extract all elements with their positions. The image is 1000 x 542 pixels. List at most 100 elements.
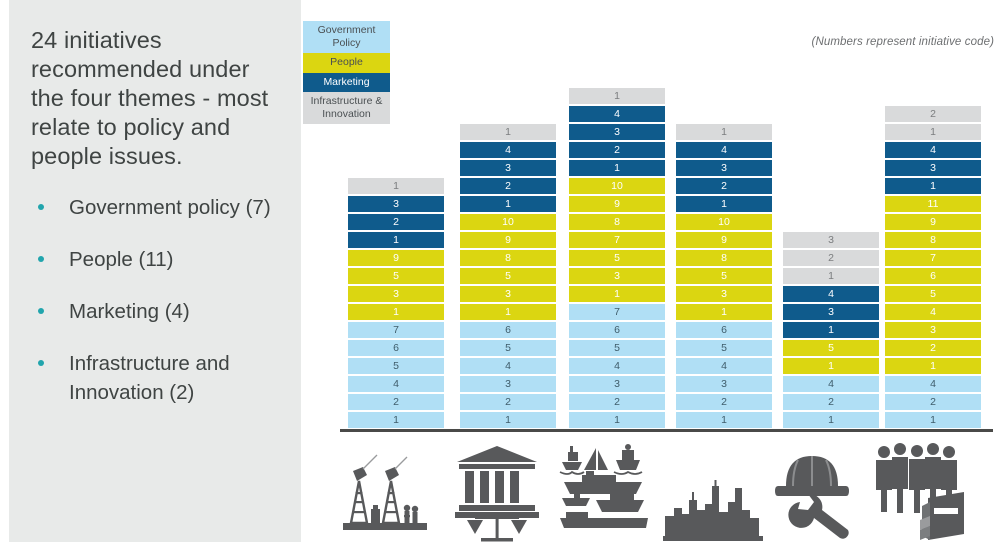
chart-cell: 1 (885, 358, 981, 374)
chart-cell: 8 (569, 214, 665, 230)
chart-cell: 1 (783, 412, 879, 428)
chart-cell: 2 (460, 178, 556, 194)
chart-cell: 4 (460, 358, 556, 374)
oil-rig-icon (343, 454, 427, 530)
bullet-dot-icon (38, 204, 44, 210)
legend-item-marketing: Marketing (303, 72, 390, 92)
chart-cell: 1 (885, 412, 981, 428)
chart-cell: 1 (569, 412, 665, 428)
chart-cell: 9 (460, 232, 556, 248)
category-icon-oil-gas (335, 437, 435, 542)
chart-cell: 11 (885, 196, 981, 212)
chart-cell: 1 (676, 304, 772, 320)
chart-cell: 2 (569, 394, 665, 410)
page-title: 24 initiatives recommended under the fou… (31, 27, 269, 169)
chart-cell: 1 (783, 358, 879, 374)
chart-cell: 7 (885, 250, 981, 266)
chart-cell: 4 (348, 376, 444, 392)
chart-cell: 9 (569, 196, 665, 212)
chart-cell: 7 (348, 322, 444, 338)
chart-cell: 10 (676, 214, 772, 230)
bullet-dot-icon (38, 308, 44, 314)
chart-cell: 3 (569, 376, 665, 392)
category-icon-workforce-education (872, 437, 972, 542)
chart-cell: 6 (460, 322, 556, 338)
chart-cell: 2 (569, 142, 665, 158)
chart-cell: 3 (676, 160, 772, 176)
chart-cell: 4 (676, 358, 772, 374)
chart-cell: 3 (885, 322, 981, 338)
list-item: Government policy (7) (31, 193, 279, 222)
people-books-icon (876, 443, 964, 540)
chart-cell: 4 (885, 304, 981, 320)
list-item-label: Infrastructure and Innovation (2) (69, 352, 230, 404)
chart-cell: 5 (676, 268, 772, 284)
chart-cell: 5 (569, 340, 665, 356)
chart-cell: 3 (885, 160, 981, 176)
chart-cell: 1 (676, 124, 772, 140)
chart-cell: 9 (885, 214, 981, 230)
category-icon-construction (770, 437, 870, 542)
chart-cell: 8 (676, 250, 772, 266)
chart-cell: 2 (783, 394, 879, 410)
ships-icon (559, 444, 648, 528)
list-item-label: People (11) (69, 248, 174, 271)
chart-cell: 1 (569, 286, 665, 302)
category-icon-urban-infrastructure (663, 437, 763, 542)
chart-cell: 2 (676, 394, 772, 410)
chart-cell: 5 (348, 358, 444, 374)
chart-cell: 1 (348, 304, 444, 320)
chart-cell: 8 (460, 250, 556, 266)
chart-cell: 1 (676, 412, 772, 428)
chart-cell: 5 (676, 340, 772, 356)
chart-cell: 1 (885, 124, 981, 140)
chart-cell: 1 (460, 304, 556, 320)
chart-cell: 1 (783, 322, 879, 338)
chart-cell: 1 (569, 88, 665, 104)
chart-cell: 1 (460, 412, 556, 428)
chart-cell: 4 (885, 142, 981, 158)
hardhat-wrench-icon (775, 456, 849, 539)
chart-cell: 3 (460, 160, 556, 176)
chart-cell: 4 (885, 376, 981, 392)
chart-cell: 5 (460, 268, 556, 284)
chart-cell: 10 (569, 178, 665, 194)
courthouse-scales-icon (455, 446, 539, 542)
chart-cell: 5 (783, 340, 879, 356)
category-icon-government-legal (447, 437, 547, 542)
chart-cell: 1 (569, 160, 665, 176)
category-icon-maritime (556, 437, 656, 542)
list-item-label: Government policy (7) (69, 196, 271, 219)
chart-cell: 3 (676, 286, 772, 302)
chart-cell: 2 (348, 394, 444, 410)
legend-item-government-policy: Government Policy (303, 21, 390, 53)
chart-cell: 3 (460, 286, 556, 302)
chart-cell: 10 (460, 214, 556, 230)
list-item: Marketing (4) (31, 297, 279, 326)
chart-cell: 2 (460, 394, 556, 410)
chart-cell: 5 (569, 250, 665, 266)
chart-cell: 2 (885, 340, 981, 356)
chart-cell: 3 (569, 124, 665, 140)
chart-cell: 5 (885, 286, 981, 302)
chart-cell: 9 (676, 232, 772, 248)
chart-cell: 3 (348, 196, 444, 212)
chart-cell: 2 (885, 394, 981, 410)
city-skyline-icon (663, 480, 763, 541)
category-icon-row (335, 434, 995, 542)
chart-cell: 7 (569, 304, 665, 320)
chart-cell: 2 (348, 214, 444, 230)
chart-cell: 1 (348, 412, 444, 428)
chart-cell: 4 (569, 358, 665, 374)
chart-cell: 3 (460, 376, 556, 392)
chart-cell: 4 (676, 142, 772, 158)
bullet-dot-icon (38, 256, 44, 262)
chart-cell: 1 (460, 124, 556, 140)
chart-cell: 4 (460, 142, 556, 158)
chart-cell: 1 (348, 178, 444, 194)
chart-cell: 4 (783, 286, 879, 302)
